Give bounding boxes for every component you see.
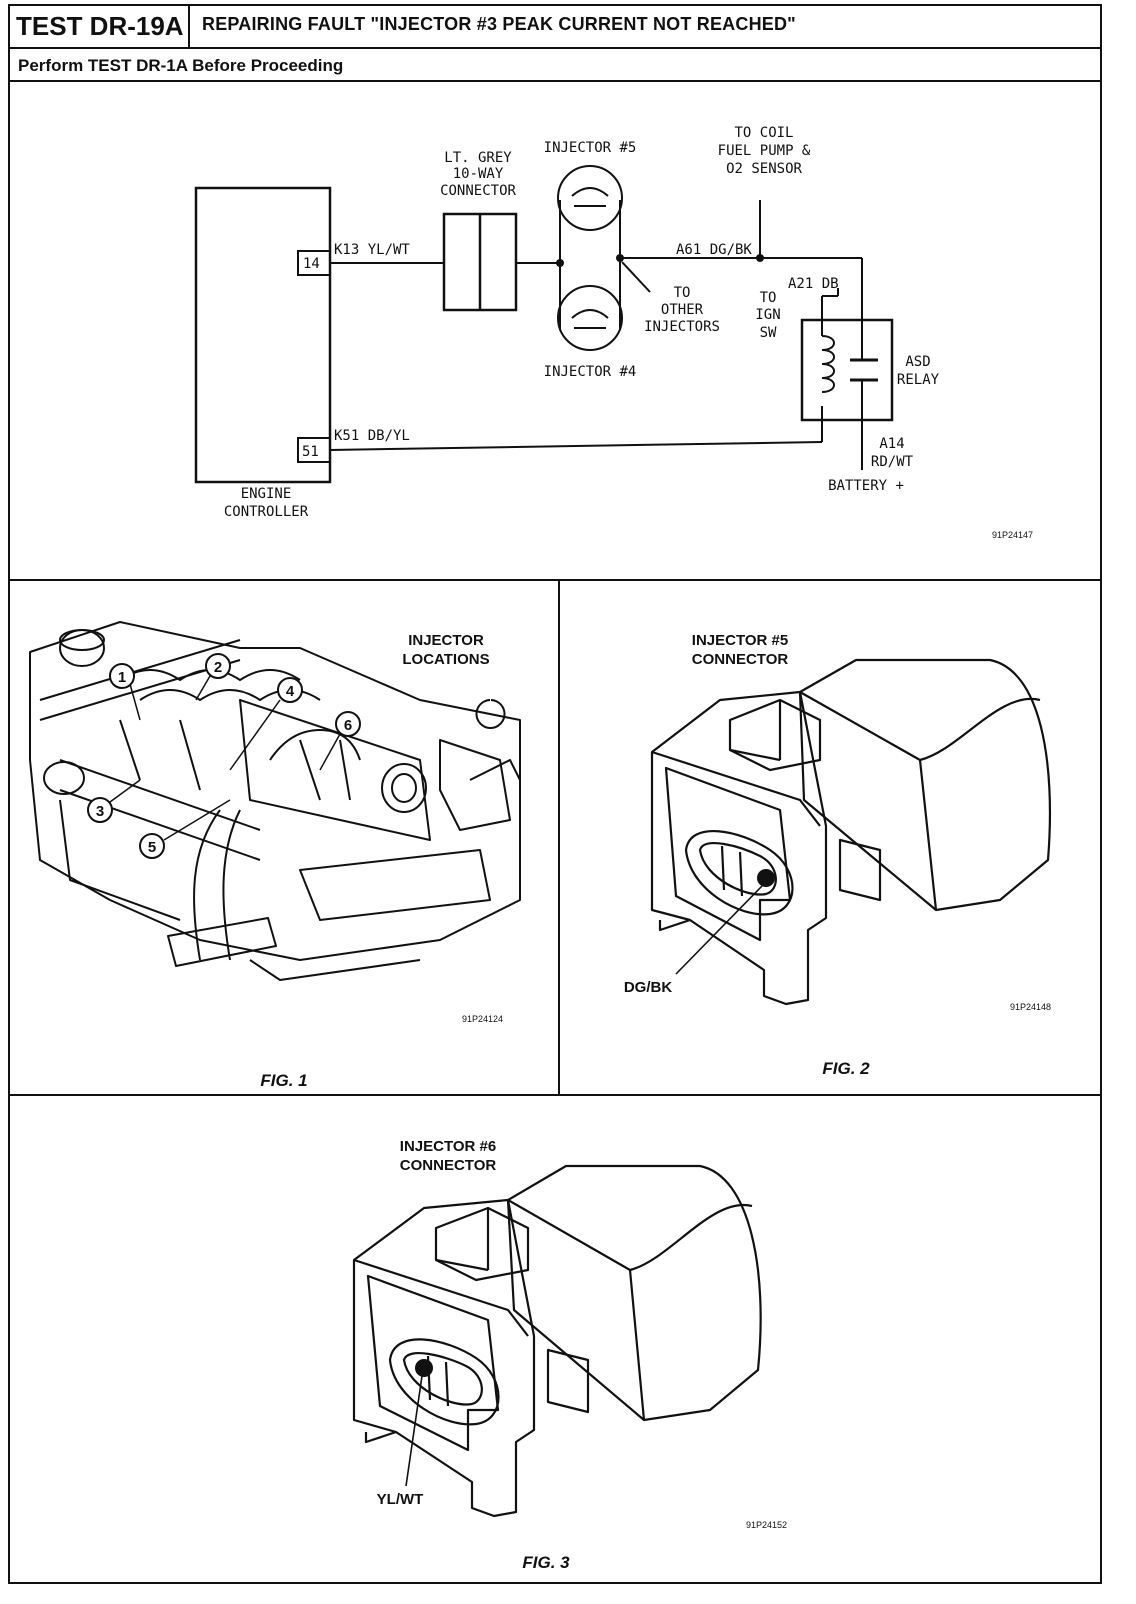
wire-a61-label: A61 DG/BK: [676, 242, 752, 258]
fig1-caption: FIG. 1: [260, 1071, 307, 1090]
callout-2: 2: [214, 659, 222, 676]
connector-label-1: LT. GREY: [444, 150, 512, 166]
to-coil-label-2: FUEL PUMP &: [718, 143, 811, 159]
callout-6: 6: [344, 717, 352, 734]
page-frame: [8, 4, 1102, 1584]
fig1-title-2: LOCATIONS: [402, 651, 489, 668]
injector-4-label: INJECTOR #4: [544, 364, 637, 380]
pin-14-label: 14: [303, 256, 320, 272]
to-ign-label-1: TO: [760, 290, 777, 306]
test-title: REPAIRING FAULT "INJECTOR #3 PEAK CURREN…: [202, 14, 796, 34]
controller-label-1: ENGINE: [241, 486, 292, 502]
connector-label-2: 10-WAY: [453, 166, 504, 182]
subtitle-divider: [8, 80, 1102, 82]
ylwt-terminal-marker: [415, 1359, 433, 1377]
wiring-schematic: [194, 165, 894, 484]
dgbk-terminal-marker: [757, 869, 775, 887]
connector-label-3: CONNECTOR: [440, 183, 516, 199]
callout-3: 3: [96, 803, 104, 820]
relay-coil: [821, 335, 835, 393]
callout-1: 1: [118, 669, 126, 686]
figure-divider-horizontal: [8, 1094, 1102, 1096]
figure-divider-vertical: [558, 579, 560, 1094]
callout-5: 5: [148, 839, 156, 856]
to-coil-label-3: O2 SENSOR: [726, 161, 802, 177]
callout-4: 4: [286, 683, 295, 700]
engine-controller-box: [194, 186, 332, 484]
controller-label-2: CONTROLLER: [224, 504, 309, 520]
injector-6-connector-drawing: [352, 1164, 762, 1518]
pin-51-label: 51: [302, 444, 319, 460]
fig2-wire-label: DG/BK: [624, 979, 673, 996]
relay-label-2: RELAY: [897, 372, 940, 388]
test-subtitle: Perform TEST DR-1A Before Proceeding: [18, 56, 344, 75]
to-other-label-3: INJECTORS: [644, 319, 720, 335]
fig2-title-2: CONNECTOR: [692, 651, 789, 668]
to-coil-label-1: TO COIL: [734, 125, 793, 141]
to-ign-label-2: IGN: [755, 307, 780, 323]
fig3-title-1: INJECTOR #6: [400, 1138, 496, 1155]
header-row: [8, 4, 1102, 49]
fig3-caption: FIG. 3: [522, 1553, 570, 1572]
injector-5-connector-drawing: [650, 658, 1052, 1006]
fig3-wire-label: YL/WT: [377, 1491, 424, 1508]
fig2-caption: FIG. 2: [822, 1059, 870, 1078]
battery-label: BATTERY +: [828, 478, 904, 494]
to-ign-label-3: SW: [760, 325, 777, 341]
to-other-label-1: TO: [674, 285, 691, 301]
fig1-title-1: INJECTOR: [408, 632, 484, 649]
fig3-title-2: CONNECTOR: [400, 1157, 497, 1174]
injector-5-label: INJECTOR #5: [544, 140, 637, 156]
schematic-divider: [8, 579, 1102, 581]
wire-a21-label: A21 DB: [788, 276, 839, 292]
injector-5-symbol: [557, 165, 623, 231]
fig1-code: 91P24124: [462, 1014, 503, 1024]
test-id: TEST DR-19A: [8, 4, 190, 49]
asd-relay-box: [800, 318, 894, 422]
wire-a14-label-2: RD/WT: [871, 454, 914, 470]
fig3-code: 91P24152: [746, 1520, 787, 1530]
injector-4-symbol: [557, 285, 623, 351]
schematic-code: 91P24147: [992, 530, 1033, 540]
wire-k13-label: K13 YL/WT: [334, 242, 410, 258]
relay-label-1: ASD: [905, 354, 930, 370]
to-other-label-2: OTHER: [661, 302, 704, 318]
wire-k51: [329, 441, 823, 451]
wire-a14-label-1: A14: [879, 436, 904, 452]
fig2-code: 91P24148: [1010, 1002, 1051, 1012]
fig2-title-1: INJECTOR #5: [692, 632, 788, 649]
wire-k51-label: K51 DB/YL: [334, 428, 410, 444]
